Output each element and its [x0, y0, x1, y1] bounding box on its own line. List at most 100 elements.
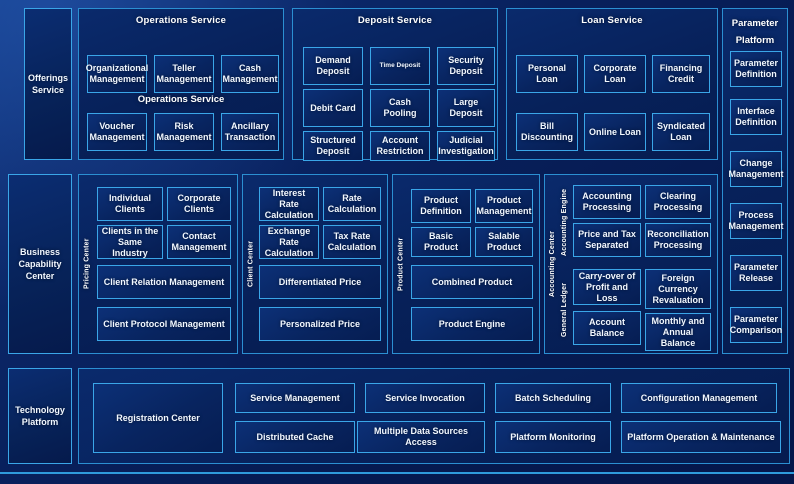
- leaf-process-management[interactable]: Process Management: [729, 203, 784, 239]
- leaf-risk-management[interactable]: Risk Management: [154, 113, 214, 151]
- leaf-combined-product[interactable]: Combined Product: [411, 265, 533, 299]
- leaf-carry-over-of-profit-and-loss[interactable]: Carry-over of Profit and Loss: [573, 269, 641, 305]
- leaf-online-loan[interactable]: Online Loan: [584, 113, 646, 151]
- leaf-structured-deposit[interactable]: Structured Deposit: [303, 131, 363, 161]
- group-client-center[interactable]: Pricing Center Individual Clients Corpor…: [78, 174, 238, 354]
- leaf-bill-discounting[interactable]: Bill Discounting: [516, 113, 578, 151]
- group-operations-service[interactable]: Operations Service Operations Service Or…: [78, 8, 284, 160]
- leaf-service-invocation[interactable]: Service Invocation: [365, 383, 485, 413]
- leaf-parameter-release[interactable]: Parameter Release: [730, 255, 782, 291]
- leaf-label: Bill Discounting: [521, 121, 573, 142]
- rail-technology-platform[interactable]: Technology Platform: [8, 368, 72, 464]
- leaf-account-restriction[interactable]: Account Restriction: [370, 131, 430, 161]
- leaf-platform-monitoring[interactable]: Platform Monitoring: [495, 421, 611, 453]
- group-pricing-center[interactable]: Client Center Interest Rate Calculation …: [242, 174, 388, 354]
- leaf-product-definition[interactable]: Product Definition: [411, 189, 471, 223]
- leaf-financing-credit[interactable]: Financing Credit: [652, 55, 710, 93]
- leaf-basic-product[interactable]: Basic Product: [411, 227, 471, 257]
- leaf-cash-pooling[interactable]: Cash Pooling: [370, 89, 430, 127]
- leaf-clearing-processing[interactable]: Clearing Processing: [645, 185, 711, 219]
- leaf-parameter-definition[interactable]: Parameter Definition: [730, 51, 782, 87]
- leaf-product-engine[interactable]: Product Engine: [411, 307, 533, 341]
- vlabel-client-center: Client Center: [247, 240, 255, 288]
- leaf-client-relation-management[interactable]: Client Relation Management: [97, 265, 231, 299]
- leaf-personal-loan[interactable]: Personal Loan: [516, 55, 578, 93]
- leaf-tax-rate-calculation[interactable]: Tax Rate Calculation: [323, 225, 381, 259]
- leaf-parameter-comparison[interactable]: Parameter Comparison: [730, 307, 782, 343]
- leaf-salable-product[interactable]: Salable Product: [475, 227, 533, 257]
- leaf-exchange-rate-calculation[interactable]: Exchange Rate Calculation: [259, 225, 319, 259]
- leaf-corporate-loan[interactable]: Corporate Loan: [584, 55, 646, 93]
- leaf-label: Judicial Investigation: [438, 135, 494, 156]
- leaf-label: Interest Rate Calculation: [264, 187, 314, 220]
- group-product-center[interactable]: Product Center Product Definition Produc…: [392, 174, 540, 354]
- rail-business-capability-center[interactable]: Business Capability Center: [8, 174, 72, 354]
- leaf-multiple-data-sources-access[interactable]: Multiple Data Sources Access: [357, 421, 485, 453]
- vlabel-general-ledger: General Ledger: [561, 282, 568, 338]
- leaf-clients-in-the-same-industry[interactable]: Clients in the Same Industry: [97, 225, 163, 259]
- leaf-label: Batch Scheduling: [514, 392, 591, 403]
- group-loan-service-title: Loan Service: [581, 15, 643, 26]
- group-deposit-service-title: Deposit Service: [357, 15, 433, 26]
- leaf-security-deposit[interactable]: Security Deposit: [437, 47, 495, 85]
- leaf-time-deposit[interactable]: Time Deposit: [370, 47, 430, 85]
- bottom-divider: [0, 472, 794, 474]
- leaf-batch-scheduling[interactable]: Batch Scheduling: [495, 383, 611, 413]
- leaf-judicial-investigation[interactable]: Judicial Investigation: [437, 131, 495, 161]
- leaf-label: Contact Management: [171, 231, 227, 252]
- leaf-platform-operation-and-maintenance[interactable]: Platform Operation & Maintenance: [621, 421, 781, 453]
- leaf-demand-deposit[interactable]: Demand Deposit: [303, 47, 363, 85]
- leaf-product-management[interactable]: Product Management: [475, 189, 533, 223]
- leaf-differentiated-price[interactable]: Differentiated Price: [259, 265, 381, 299]
- leaf-label: Ancillary Transaction: [224, 121, 276, 142]
- leaf-price-and-tax-separated[interactable]: Price and Tax Separated: [573, 223, 641, 257]
- leaf-teller-management[interactable]: Teller Management: [154, 55, 214, 93]
- group-deposit-service[interactable]: Deposit Service Demand Deposit Time Depo…: [292, 8, 498, 161]
- leaf-accounting-processing[interactable]: Accounting Processing: [573, 185, 641, 219]
- leaf-organizational-management[interactable]: Organizational Management: [85, 55, 149, 93]
- leaf-syndicated-loan[interactable]: Syndicated Loan: [652, 113, 710, 151]
- leaf-cash-management[interactable]: Cash Management: [221, 55, 279, 93]
- leaf-interface-definition[interactable]: Interface Definition: [730, 99, 782, 135]
- leaf-individual-clients[interactable]: Individual Clients: [97, 187, 163, 221]
- leaf-service-management[interactable]: Service Management: [235, 383, 355, 413]
- leaf-interest-rate-calculation[interactable]: Interest Rate Calculation: [259, 187, 319, 221]
- leaf-debit-card[interactable]: Debit Card: [303, 89, 363, 127]
- leaf-reconciliation-processing[interactable]: Reconciliation Processing: [645, 223, 711, 257]
- leaf-label: Accounting Processing: [582, 191, 632, 212]
- leaf-label: Client Relation Management: [103, 276, 225, 287]
- leaf-personalized-price[interactable]: Personalized Price: [259, 307, 381, 341]
- leaf-distributed-cache[interactable]: Distributed Cache: [235, 421, 355, 453]
- leaf-label: Teller Management: [156, 63, 212, 84]
- rail-offerings-service-label: Offerings Service: [27, 73, 68, 95]
- leaf-voucher-management[interactable]: Voucher Management: [87, 113, 147, 151]
- group-parameter-platform[interactable]: Parameter Platform Parameter Definition …: [722, 8, 788, 354]
- leaf-label: Online Loan: [588, 126, 641, 137]
- leaf-change-management[interactable]: Change Management: [729, 151, 784, 187]
- leaf-label: Syndicated Loan: [656, 121, 705, 142]
- group-technology-platform[interactable]: Registration Center Service Management D…: [78, 368, 790, 464]
- group-loan-service[interactable]: Loan Service Personal Loan Corporate Loa…: [506, 8, 718, 160]
- leaf-label: Clearing Processing: [653, 191, 703, 212]
- leaf-label: Product Definition: [420, 195, 462, 216]
- leaf-label: Financing Credit: [659, 63, 703, 84]
- group-operations-service-title: Operations Service: [135, 15, 227, 26]
- leaf-label: Organizational Management: [85, 63, 149, 84]
- leaf-registration-center[interactable]: Registration Center: [93, 383, 223, 453]
- rail-offerings-service[interactable]: Offerings Service: [24, 8, 72, 160]
- leaf-contact-management[interactable]: Contact Management: [167, 225, 231, 259]
- vlabel-product-center: Product Center: [397, 237, 405, 291]
- leaf-configuration-management[interactable]: Configuration Management: [621, 383, 777, 413]
- leaf-label: Cash Management: [222, 63, 278, 84]
- leaf-ancillary-transaction[interactable]: Ancillary Transaction: [221, 113, 279, 151]
- leaf-client-protocol-management[interactable]: Client Protocol Management: [97, 307, 231, 341]
- leaf-foreign-currency-revaluation[interactable]: Foreign Currency Revaluation: [645, 269, 711, 309]
- group-accounting-center[interactable]: Accounting Center Accounting Engine Gene…: [544, 174, 718, 354]
- leaf-rate-calculation[interactable]: Rate Calculation: [323, 187, 381, 221]
- leaf-account-balance[interactable]: Account Balance: [573, 311, 641, 345]
- leaf-large-deposit[interactable]: Large Deposit: [437, 89, 495, 127]
- leaf-corporate-clients[interactable]: Corporate Clients: [167, 187, 231, 221]
- leaf-monthly-and-annual-balance[interactable]: Monthly and Annual Balance: [645, 313, 711, 351]
- leaf-label: Risk Management: [156, 121, 212, 142]
